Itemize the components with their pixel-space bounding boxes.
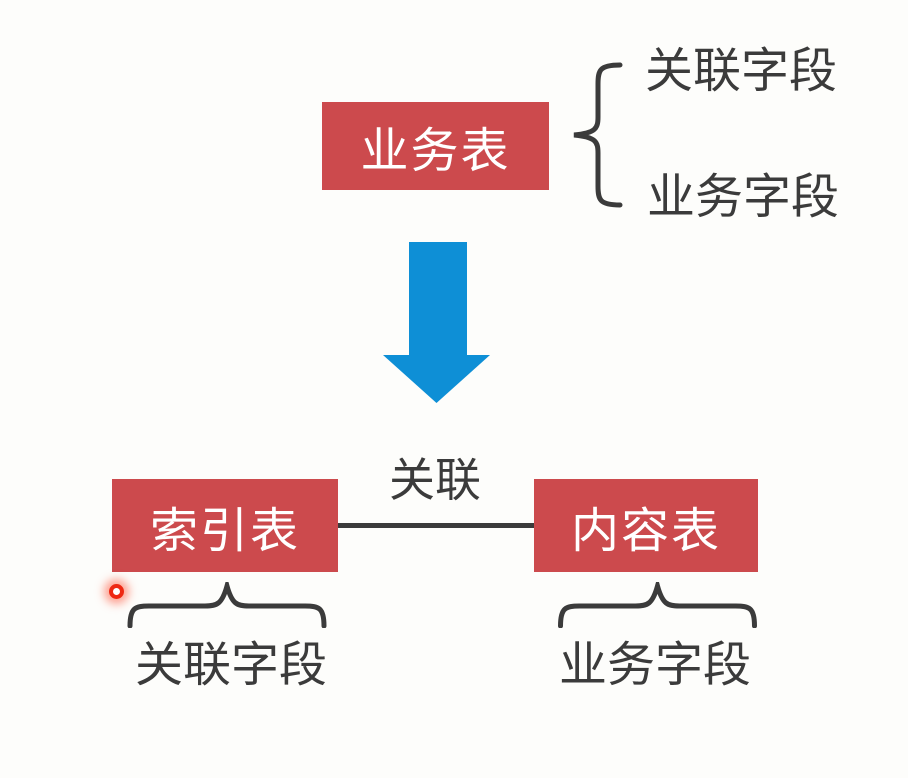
index-table-field-label: 关联字段: [134, 639, 327, 692]
content-table-field-label: 业务字段: [558, 639, 751, 692]
content-table-box: 内容表: [534, 479, 758, 572]
business-table-box: 业务表: [322, 102, 549, 190]
under-brace-right-icon: [558, 582, 757, 628]
index-table-box: 索引表: [112, 479, 338, 572]
down-arrow-icon: [383, 242, 490, 403]
index-table-label: 索引表: [149, 504, 300, 558]
curly-brace-icon: [573, 62, 623, 208]
laser-pointer-dot: [109, 584, 124, 599]
content-table-label: 内容表: [570, 504, 721, 558]
business-table-label: 业务表: [360, 125, 511, 178]
business-table-field-association: 关联字段: [645, 45, 838, 98]
connector-line: [338, 523, 534, 528]
relation-label: 关联: [389, 454, 481, 506]
under-brace-left-icon: [127, 582, 327, 628]
business-table-field-business: 业务字段: [647, 171, 840, 224]
